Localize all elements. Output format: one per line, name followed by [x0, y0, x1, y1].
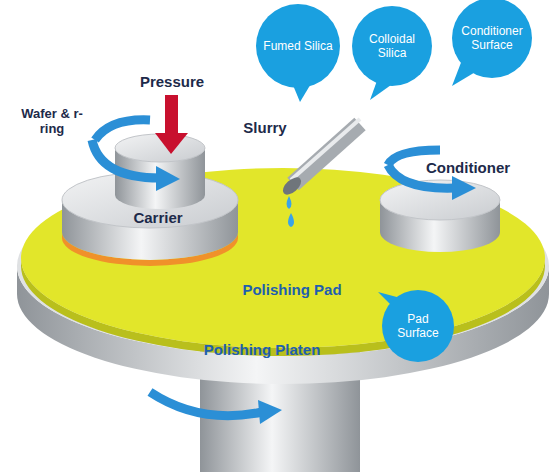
polishing-pad — [21, 168, 545, 348]
arrow-head — [452, 176, 476, 200]
part-label: Polishing Pad — [212, 281, 372, 298]
arrow-head — [258, 400, 282, 424]
bubble-circle — [452, 0, 532, 78]
part-label: Pressure — [127, 73, 217, 90]
bubble-circle — [256, 4, 340, 88]
callout-bubble: Colloidal Silica — [352, 6, 432, 86]
bubble-text-box: Pad Surface — [382, 290, 454, 362]
bubble-label: Pad Surface — [382, 312, 454, 341]
callout-bubble: Conditioner Surface — [452, 0, 532, 78]
rotation-arrow — [92, 140, 160, 178]
bubble-label: Conditioner Surface — [452, 24, 532, 53]
slurry-pipe — [293, 124, 360, 184]
bubble-text-box: Fumed Silica — [256, 4, 340, 88]
bubble-text-box: Conditioner Surface — [452, 0, 532, 78]
pressure-arrow-head — [155, 133, 188, 154]
arrow-head — [156, 166, 180, 191]
bubble-circle — [382, 290, 454, 362]
carrier-head-top — [115, 134, 205, 162]
pressure-arrow — [165, 95, 178, 135]
pipe-opening — [280, 174, 304, 198]
slurry-drop — [287, 196, 292, 209]
bubble-label: Colloidal Silica — [352, 32, 432, 61]
bubble-label: Fumed Silica — [257, 39, 338, 53]
bubble-circle — [352, 6, 432, 86]
rotation-arrow — [150, 392, 262, 416]
callout-bubble: Pad Surface — [382, 290, 454, 362]
part-label: Carrier — [113, 209, 203, 226]
part-label: Polishing Platen — [172, 341, 352, 358]
bubble-text-box: Colloidal Silica — [352, 6, 432, 86]
slurry-drop — [288, 213, 294, 227]
pipe-highlight — [291, 119, 360, 180]
part-label: Slurry — [230, 119, 300, 136]
part-label: Conditioner — [413, 159, 523, 176]
part-label: Wafer & r-ring — [12, 107, 92, 137]
rotation-arrow — [95, 120, 150, 140]
callout-bubble: Fumed Silica — [256, 4, 340, 88]
